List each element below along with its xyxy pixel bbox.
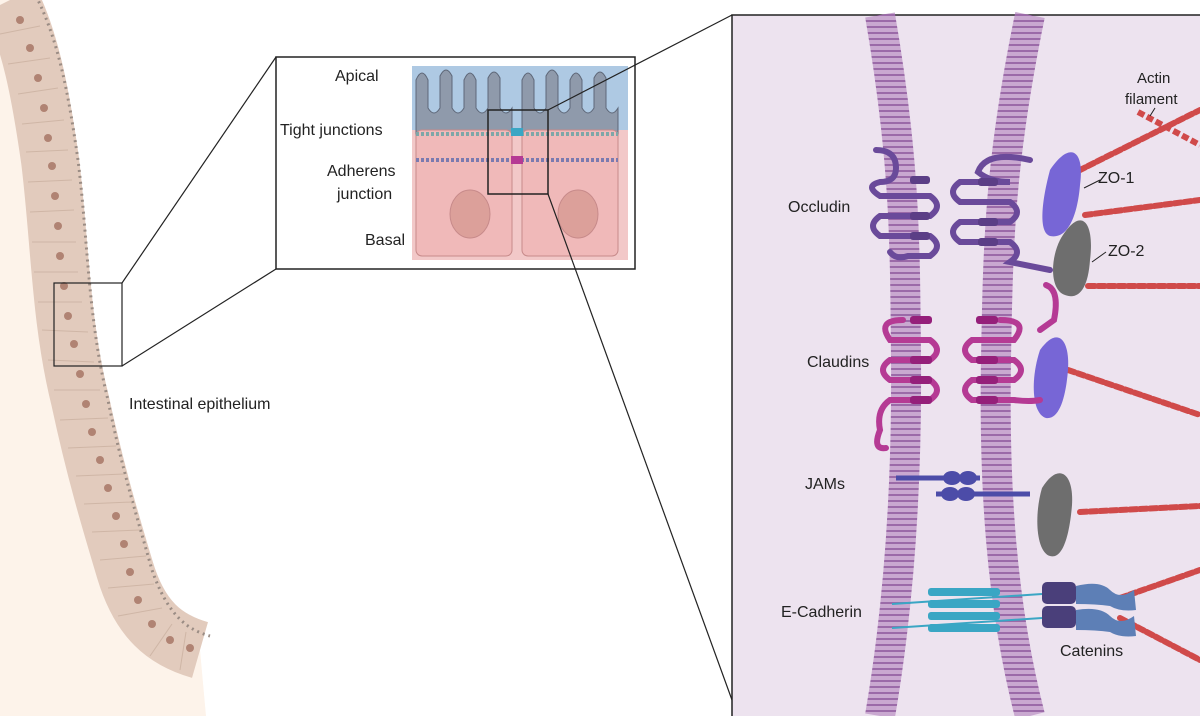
basal-label: Basal bbox=[365, 232, 405, 250]
actin-label-line2: filament bbox=[1125, 91, 1178, 108]
adherens-label-line1: Adherens bbox=[327, 163, 396, 181]
claudins-label: Claudins bbox=[807, 354, 869, 372]
apical-label: Apical bbox=[335, 68, 379, 86]
cell-inset bbox=[276, 15, 732, 700]
epithelium-strip bbox=[0, 0, 276, 716]
intestinal-epithelium-label: Intestinal epithelium bbox=[129, 396, 270, 414]
zo1-label: ZO-1 bbox=[1098, 170, 1134, 188]
occludin-label: Occludin bbox=[788, 199, 850, 217]
jams-label: JAMs bbox=[805, 476, 845, 494]
zo2-label: ZO-2 bbox=[1108, 243, 1144, 261]
catenins-label: Catenins bbox=[1060, 643, 1123, 661]
adherens-label-line2: junction bbox=[337, 186, 392, 204]
tight-junctions-label: Tight junctions bbox=[280, 122, 383, 140]
actin-label-line1: Actin bbox=[1137, 70, 1170, 87]
ecadherin-label: E-Cadherin bbox=[781, 604, 862, 622]
